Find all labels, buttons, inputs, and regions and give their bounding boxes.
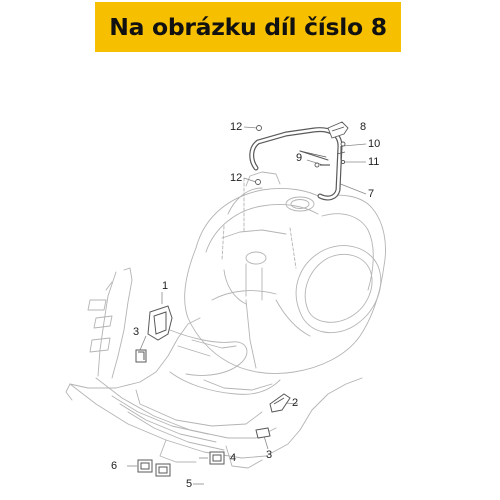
callout-12-middle: 12: [230, 172, 243, 184]
callout-9: 9: [296, 152, 303, 164]
callout-1: 1: [162, 280, 169, 292]
scooter-body-outline: [65, 171, 386, 469]
callout-12-top: 12: [230, 121, 243, 133]
callout-3-left: 3: [133, 326, 140, 338]
callout-4: 4: [230, 452, 237, 464]
side-trim-part-2: [269, 393, 291, 413]
callout-3-lower: 3: [266, 449, 273, 461]
title-banner: Na obrázku díl číslo 8: [95, 2, 401, 52]
rubber-pad-part-5: [155, 463, 171, 477]
rubber-pad-part-4: [209, 451, 225, 465]
callout-2: 2: [292, 397, 299, 409]
front-cover-part-1: [147, 305, 173, 341]
callout-6: 6: [111, 460, 118, 472]
callout-5: 5: [186, 478, 193, 490]
rubber-pad-part-6: [137, 459, 153, 473]
callout-10: 10: [368, 138, 381, 150]
callout-7: 7: [368, 188, 375, 200]
callout-11: 11: [368, 156, 380, 168]
clip-part-3-left: [135, 349, 147, 363]
banner-title: Na obrázku díl číslo 8: [109, 13, 387, 41]
screw-part-12: [255, 125, 262, 185]
callout-8: 8: [360, 121, 367, 133]
clip-part-3-lower: [255, 427, 271, 439]
mount-bracket-part-8: [314, 121, 349, 168]
